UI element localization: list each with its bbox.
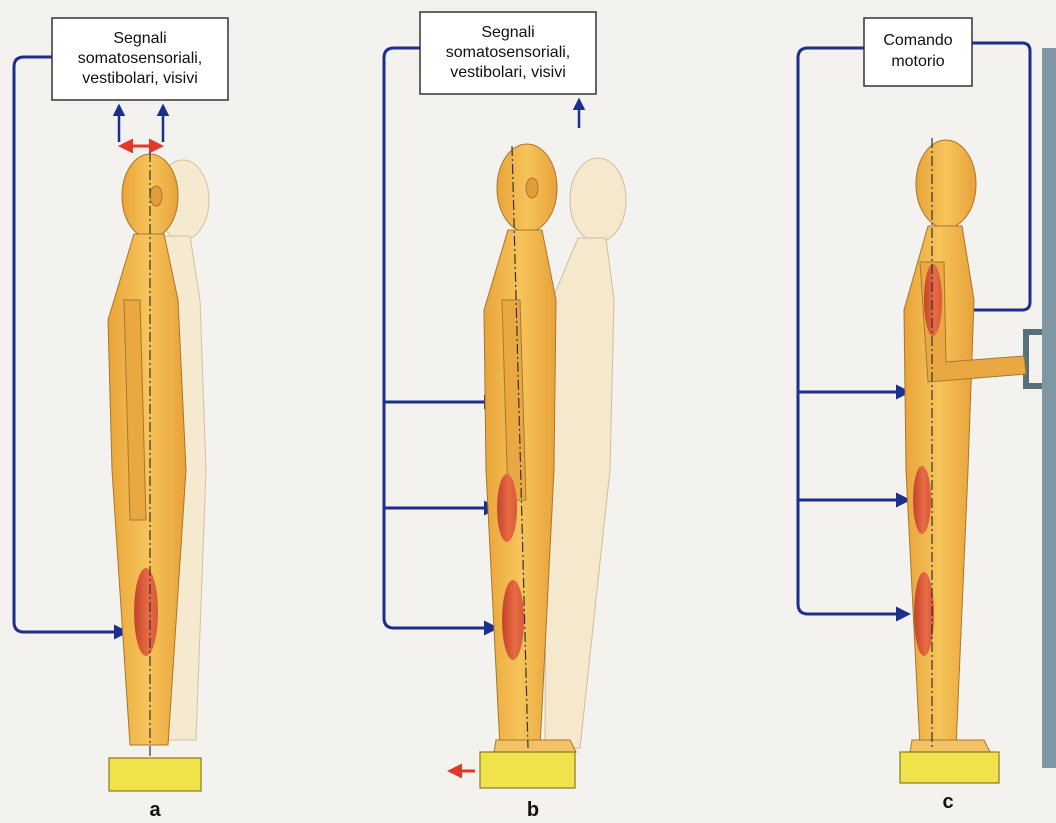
- calf-muscle-b: [502, 580, 524, 660]
- foot-c: [910, 740, 990, 752]
- panel-b: Segnali somatosensoriali, vestibolari, v…: [384, 12, 626, 821]
- signal-box-b-line-1: Segnali: [481, 24, 534, 41]
- signal-box-a-line-1: Segnali: [113, 30, 166, 47]
- ear-a: [150, 186, 162, 206]
- panel-c: Comando motorio c: [798, 18, 1056, 813]
- ear-b: [526, 178, 538, 198]
- command-box-c: Comando motorio: [864, 18, 972, 86]
- panel-a: Segnali somatosensoriali, vestibolari, v…: [14, 18, 228, 821]
- signal-box-b-line-3: vestibolari, visivi: [450, 64, 566, 81]
- platform-b: [480, 752, 575, 788]
- signal-box-a: Segnali somatosensoriali, vestibolari, v…: [52, 18, 228, 100]
- panel-label-c: c: [942, 791, 953, 813]
- wall-c: [1042, 48, 1056, 768]
- signal-box-b-line-2: somatosensoriali,: [446, 44, 571, 61]
- panel-label-b: b: [527, 799, 539, 821]
- human-figure-c: [904, 138, 1026, 752]
- thigh-muscle-c: [913, 466, 931, 534]
- signal-box-a-line-3: vestibolari, visivi: [82, 70, 198, 87]
- ghost-figure-b: [545, 158, 626, 748]
- platform-a: [109, 758, 201, 791]
- signal-box-a-line-2: somatosensoriali,: [78, 50, 203, 67]
- calf-muscle-c: [914, 572, 934, 656]
- command-box-c-line-1: Comando: [883, 32, 952, 49]
- feedback-arrow-b: [384, 48, 496, 628]
- panel-label-a: a: [149, 799, 161, 821]
- arm-muscle-c: [924, 264, 942, 336]
- platform-c: [900, 752, 999, 783]
- calf-muscle-a: [134, 568, 158, 656]
- signal-box-b: Segnali somatosensoriali, vestibolari, v…: [420, 12, 596, 94]
- foot-b: [494, 740, 576, 752]
- feedback-arrow-c: [798, 48, 908, 614]
- thigh-muscle-b: [497, 474, 517, 542]
- wall-handle-c: [1026, 332, 1042, 386]
- command-box-c-line-2: motorio: [891, 53, 944, 70]
